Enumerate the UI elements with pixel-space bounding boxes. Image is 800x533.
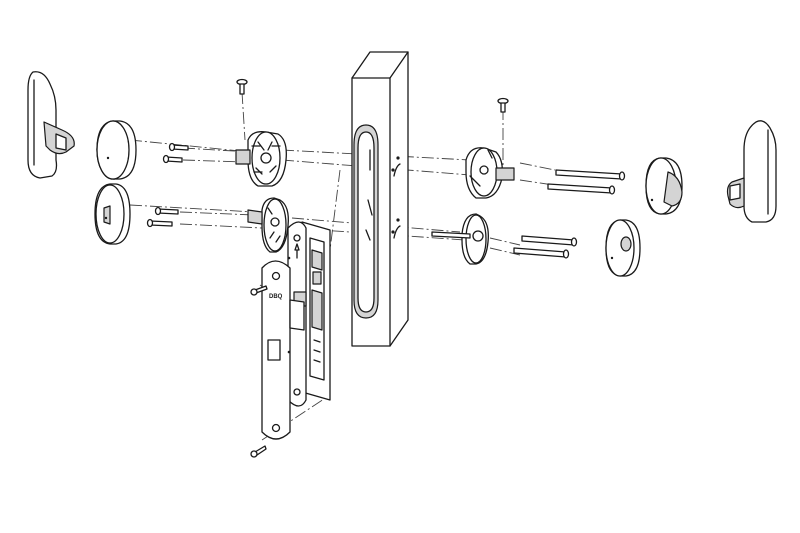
top-left-grub-screw <box>236 78 248 95</box>
strike-plate: DBQ <box>261 256 307 440</box>
door-slab <box>351 51 409 347</box>
right-lower-rose <box>605 219 641 277</box>
left-lower-mechanism <box>247 197 289 253</box>
left-lower-screws <box>146 206 179 228</box>
left-upper-rose <box>96 120 137 180</box>
left-upper-mechanism <box>235 131 287 187</box>
left-lower-rose <box>94 183 131 245</box>
plate-screws <box>250 285 268 458</box>
right-long-screws <box>513 169 626 259</box>
right-lever-handle <box>726 120 777 223</box>
right-lower-mechanism <box>431 213 489 265</box>
assembly-axis-lines <box>129 91 561 441</box>
top-right-grub-screw <box>497 97 509 113</box>
right-upper-mechanism <box>465 147 515 199</box>
left-upper-screws <box>162 142 189 164</box>
brand-mark: DBQ <box>269 294 283 300</box>
left-lever-handle <box>27 71 75 179</box>
right-upper-rose <box>645 157 683 215</box>
